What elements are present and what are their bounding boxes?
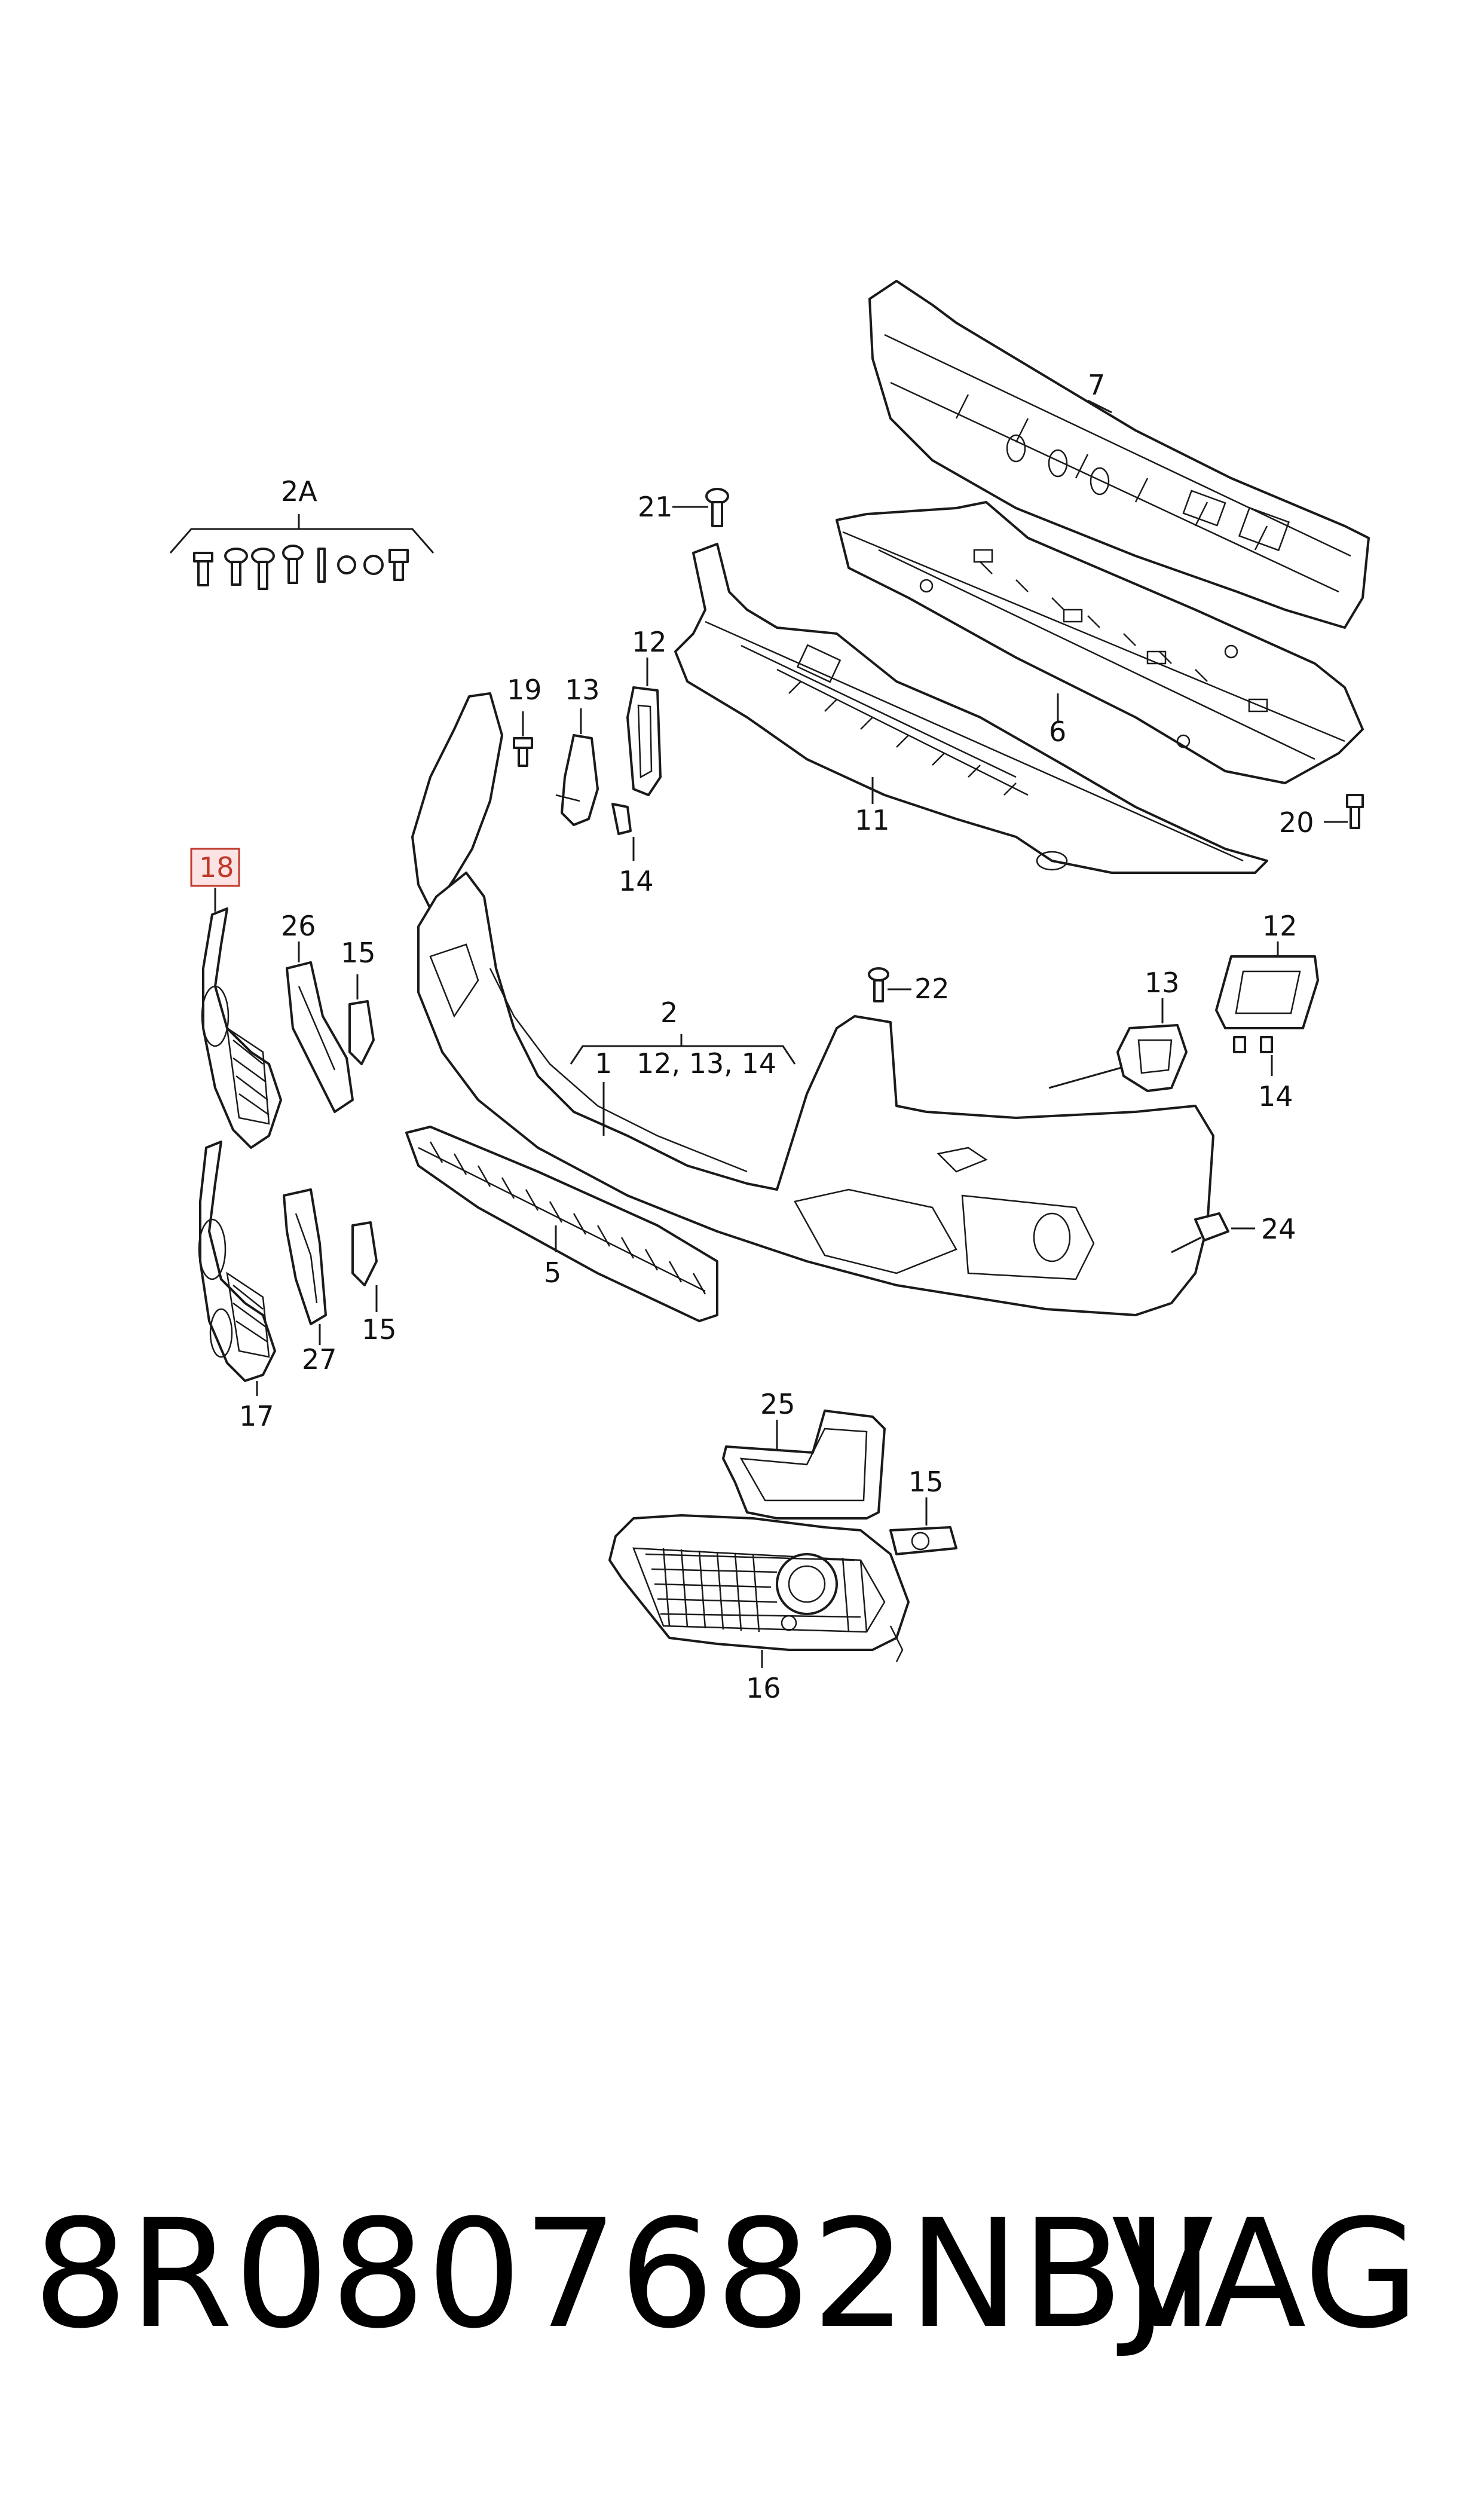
grille-part-18[interactable]: [201, 907, 282, 1149]
label-13-right[interactable]: 13: [1145, 967, 1180, 999]
clip-part-24[interactable]: [1194, 1212, 1229, 1242]
label-14-right[interactable]: 14: [1258, 1080, 1293, 1112]
bracket-part-25[interactable]: [722, 1410, 886, 1520]
clip-part-15-upper[interactable]: [348, 1000, 375, 1065]
bracket-part-27[interactable]: [283, 1188, 327, 1325]
label-2[interactable]: 2: [660, 996, 678, 1029]
grille-part-17[interactable]: [198, 1141, 276, 1382]
label-12-right[interactable]: 12: [1262, 910, 1298, 942]
label-19[interactable]: 19: [507, 674, 542, 706]
brand-name: VAG: [1111, 2187, 1419, 2361]
label-6[interactable]: 6: [1049, 716, 1066, 748]
bracket-part-13-upper[interactable]: [555, 734, 599, 826]
label-12-13-14[interactable]: 12, 13, 14: [637, 1047, 776, 1080]
label-17[interactable]: 17: [239, 1400, 274, 1432]
label-20[interactable]: 20: [1279, 806, 1314, 839]
cover-part-12-right[interactable]: [1215, 955, 1319, 1029]
screw-part-22[interactable]: [868, 967, 889, 1002]
clip-part-15-fog[interactable]: [889, 1526, 957, 1555]
label-13-upper[interactable]: 13: [565, 674, 600, 706]
label-5[interactable]: 5: [544, 1257, 561, 1289]
label-16[interactable]: 16: [746, 1672, 781, 1704]
screw-part-19[interactable]: [513, 737, 533, 767]
leader-24b: [1171, 1236, 1202, 1254]
label-25[interactable]: 25: [760, 1388, 795, 1420]
highlight-box-18: [190, 848, 240, 887]
bumper-cover-part-1[interactable]: [411, 692, 1214, 1316]
label-15-upper[interactable]: 15: [341, 937, 376, 969]
part-number: 8R0807682NBJI: [33, 2187, 1216, 2361]
label-21[interactable]: 21: [638, 491, 673, 523]
fog-grille-part-16[interactable]: [608, 1514, 910, 1662]
bracket-part-13-right[interactable]: [1116, 1024, 1188, 1092]
label-11[interactable]: 11: [855, 804, 890, 836]
label-18-highlighted[interactable]: 18: [199, 851, 234, 883]
label-7[interactable]: 7: [1088, 369, 1105, 401]
bracket-2: [570, 1045, 796, 1065]
footer: 8R0807682NBJI VAG: [33, 2176, 1455, 2373]
impact-absorber-part-7[interactable]: [868, 280, 1370, 629]
label-22[interactable]: 22: [914, 973, 950, 1005]
lower-grille-part-5[interactable]: [405, 1126, 718, 1322]
clip-part-14-right[interactable]: [1233, 1036, 1273, 1053]
deflector-part-11[interactable]: [674, 543, 1268, 874]
label-27[interactable]: 27: [302, 1343, 337, 1375]
screw-part-20[interactable]: [1346, 794, 1364, 829]
clip-part-21[interactable]: [705, 488, 729, 527]
label-12-upper[interactable]: 12: [632, 626, 667, 658]
clip-part-14-upper[interactable]: [611, 803, 632, 835]
label-1[interactable]: 1: [595, 1047, 612, 1080]
bracket-part-26[interactable]: [286, 961, 354, 1113]
clip-part-15-lower[interactable]: [351, 1221, 378, 1286]
leader-7: [1087, 399, 1112, 414]
label-24[interactable]: 24: [1261, 1213, 1296, 1245]
label-26[interactable]: 26: [281, 910, 316, 942]
cover-part-12-upper[interactable]: [626, 686, 662, 796]
leader-13b: [1048, 1066, 1124, 1089]
carrier-part-6[interactable]: [836, 501, 1364, 784]
label-15-lower[interactable]: 15: [362, 1313, 397, 1346]
fasteners-set-2A[interactable]: [169, 514, 435, 590]
label-14-upper[interactable]: 14: [619, 865, 654, 897]
label-15-fog[interactable]: 15: [908, 1466, 944, 1498]
label-2A[interactable]: 2A: [281, 475, 317, 508]
